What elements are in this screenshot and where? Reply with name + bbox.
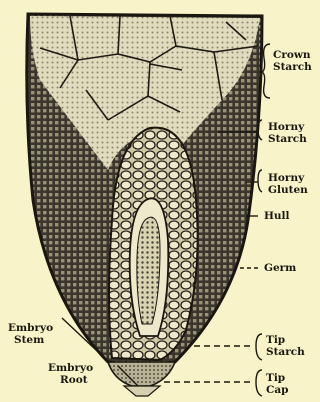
label-horny-gluten: Horny Gluten [268,172,308,196]
label-hull: Hull [264,210,290,222]
bracket-crown [262,44,270,98]
label-crown-starch: Crown Starch [273,49,312,73]
bracket-horny-starch [258,120,262,140]
germ-region [109,128,198,360]
label-horny-starch-line2: Starch [268,133,307,145]
label-embryo-stem-line2: Stem [8,334,53,346]
label-germ-text: Germ [264,262,296,274]
label-horny-starch: Horny Starch [268,121,307,145]
label-tip-cap: Tip Cap [266,372,289,396]
bracket-tip-cap [256,370,262,396]
label-horny-gluten-line2: Gluten [268,184,308,196]
label-tip-cap-line2: Cap [266,384,289,396]
label-embryo-stem: Embryo Stem [8,322,53,346]
label-tip-starch-line1: Tip [266,334,305,346]
tip-region [108,362,175,396]
label-horny-starch-line1: Horny [268,121,307,133]
label-embryo-root: Embryo Root [48,362,93,386]
bracket-tip-starch [256,334,262,360]
label-embryo-root-line1: Embryo [48,362,93,374]
bracket-horny-gluten [258,170,262,192]
label-tip-cap-line1: Tip [266,372,289,384]
label-crown-starch-line1: Crown [273,49,312,61]
label-tip-starch: Tip Starch [266,334,305,358]
label-embryo-root-line2: Root [48,374,93,386]
label-germ: Germ [264,262,296,274]
label-crown-starch-line2: Starch [273,61,312,73]
label-horny-gluten-line1: Horny [268,172,308,184]
label-hull-text: Hull [264,210,290,222]
label-embryo-stem-line1: Embryo [8,322,53,334]
label-tip-starch-line2: Starch [266,346,305,358]
